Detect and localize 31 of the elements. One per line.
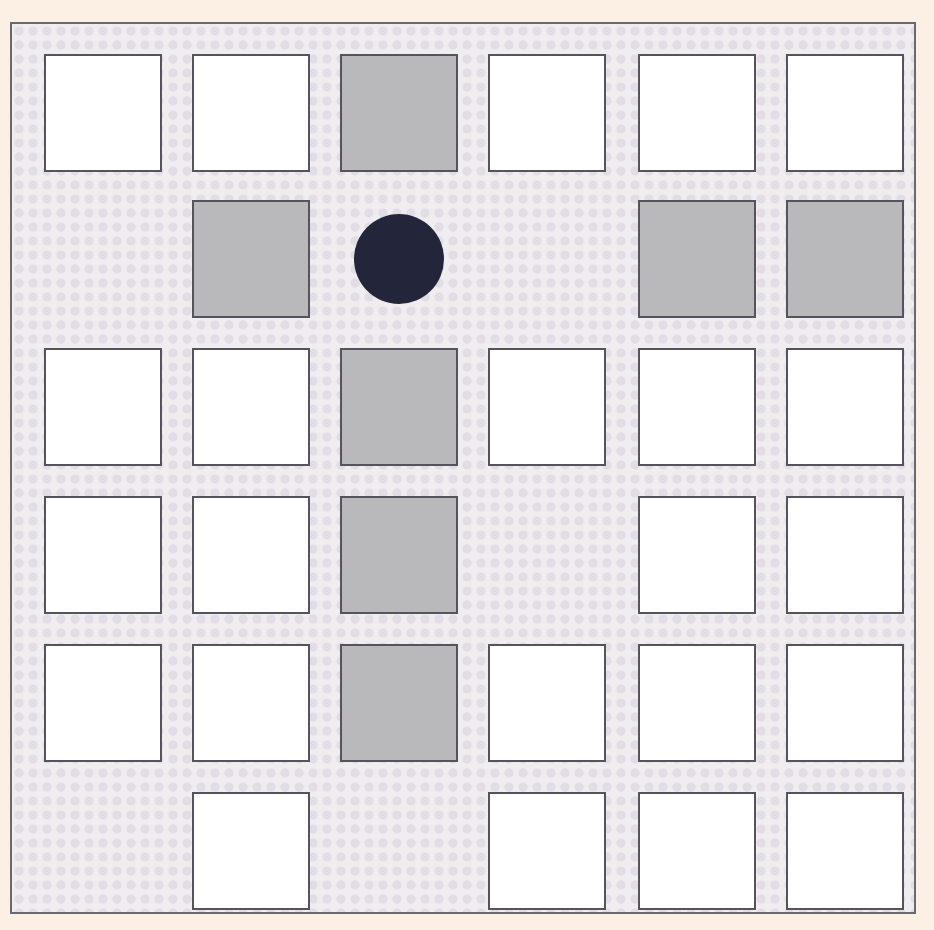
empty-square <box>488 348 607 467</box>
empty-square <box>191 643 310 762</box>
empty-square <box>637 495 756 614</box>
empty-square <box>786 643 904 762</box>
empty-square <box>637 348 756 467</box>
empty-square <box>488 643 607 762</box>
empty-square <box>191 348 310 467</box>
empty-square <box>43 643 161 762</box>
empty-square <box>43 348 161 467</box>
shaded-square <box>340 53 459 171</box>
shaded-square <box>340 348 459 467</box>
shaded-square <box>191 200 310 319</box>
empty-square <box>637 791 756 909</box>
shaded-square <box>786 200 904 319</box>
empty-square <box>786 348 904 467</box>
shaded-square <box>340 643 459 762</box>
shaded-square <box>637 200 756 319</box>
empty-square <box>637 53 756 171</box>
empty-square <box>488 791 607 909</box>
empty-square <box>786 53 904 171</box>
empty-square <box>191 495 310 614</box>
empty-square <box>43 495 161 614</box>
filled-circle <box>354 214 445 305</box>
empty-square <box>488 53 607 171</box>
empty-square <box>786 791 904 909</box>
empty-square <box>43 53 161 171</box>
empty-square <box>786 495 904 614</box>
empty-square <box>637 643 756 762</box>
shaded-square <box>340 495 459 614</box>
empty-square <box>191 53 310 171</box>
empty-square <box>191 791 310 909</box>
